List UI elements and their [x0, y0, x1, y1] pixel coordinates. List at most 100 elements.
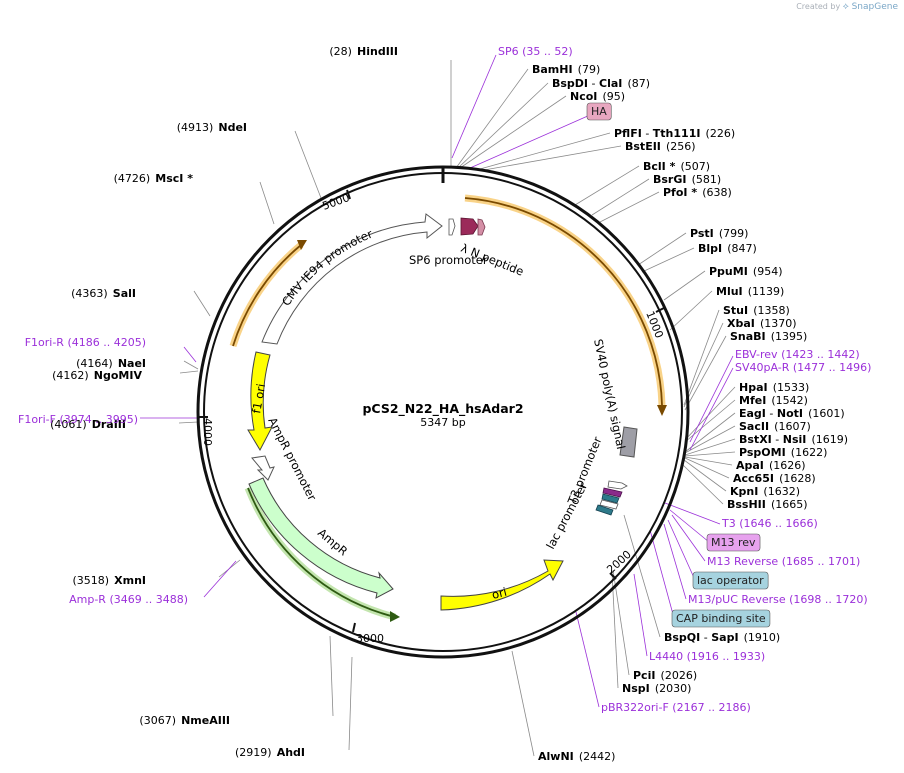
enzyme-position: (507) — [680, 160, 710, 173]
leader-line — [483, 145, 622, 171]
feature-range: (1698 .. 1720) — [789, 593, 868, 606]
feature-range: (2167 .. 2186) — [672, 701, 751, 714]
enzyme-name: PciI — [633, 669, 655, 682]
plasmid-size: 5347 bp — [420, 416, 465, 429]
leader-line — [683, 309, 720, 406]
enzyme-label-naei: (4164) NaeI — [76, 352, 146, 371]
leader-line — [183, 360, 199, 370]
enzyme-position: (4913) — [177, 121, 214, 134]
enzyme-position: (256) — [666, 140, 696, 153]
enzyme-position: (1358) — [753, 304, 790, 317]
leader-line — [329, 635, 334, 717]
feature-box — [586, 102, 612, 121]
enzyme-position: (4162) — [52, 369, 89, 382]
enzyme-name: BspQI — [664, 631, 700, 644]
enzyme-position: (28) — [329, 45, 352, 58]
feature-label-m13-reverse: M13 Reverse (1685 .. 1701) — [707, 555, 860, 568]
enzyme-label-ngomiv: (4162) NgoMIV — [52, 364, 142, 383]
feature-label-lac-operator: lac operator — [692, 571, 769, 590]
enzyme-position: (1533) — [773, 381, 810, 394]
cmv-promoter-label: CMV IE94 promoter — [279, 227, 375, 309]
enzyme-name: NaeI — [118, 357, 146, 370]
lac-promoter-label: lac promoter — [543, 480, 590, 552]
enzyme-label-bstxi: BstXI - NsiI (1619) — [739, 428, 848, 447]
feature-name: lac operator — [697, 574, 764, 587]
enzyme-name: BssHII — [727, 498, 766, 511]
feature-box — [706, 533, 761, 552]
leader-line — [682, 464, 724, 505]
svg-text:T3 (1646 .. 1666): T3 (1646 .. 1666) — [721, 517, 818, 530]
svg-text:SV40pA-R (1477 .. 1496): SV40pA-R (1477 .. 1496) — [735, 361, 871, 374]
leader-line — [178, 421, 199, 424]
enzyme-label-snabi: SnaBI (1395) — [730, 325, 807, 344]
plasmid-name: pCS2_N22_HA_hsAdar2 — [362, 401, 523, 417]
enzyme-label-eagi: EagI - NotI (1601) — [739, 402, 845, 421]
svg-text:pBR322ori-F (2167 .. 2186): pBR322ori-F (2167 .. 2186) — [601, 701, 751, 714]
tick-label-4000: 4000 — [201, 418, 214, 446]
enzyme-position: (2442) — [579, 750, 616, 763]
enzyme-name: NcoI — [570, 90, 597, 103]
feature-range: (35 .. 52) — [522, 45, 573, 58]
enzyme-label-ncoi: NcoI (95) — [570, 85, 625, 104]
enzyme-label-sali: (4363) SalI — [71, 282, 136, 301]
enzyme-name: BstXI — [739, 433, 772, 446]
feature-name: SP6 — [498, 45, 519, 58]
enzyme-label-bspdi: BspDI - ClaI (87) — [552, 72, 650, 91]
sv40-polya-label: SV40 poly(A) signal — [591, 338, 628, 451]
leader-line — [348, 656, 353, 751]
enzyme-label-bsteii: BstEII (256) — [625, 135, 696, 154]
enzyme-name: BamHI — [532, 63, 573, 76]
enzyme-name: ClaI — [599, 77, 622, 90]
feature-name: SV40pA-R — [735, 361, 790, 374]
enzyme-name: MfeI — [739, 394, 766, 407]
enzyme-name: KpnI — [730, 485, 758, 498]
enzyme-name: NgoMIV — [94, 369, 143, 382]
cmv-promoter-arrow — [261, 213, 443, 345]
enzyme-name: SnaBI — [730, 330, 766, 343]
enzyme-position: (1395) — [771, 330, 808, 343]
enzyme-label-sacii: SacII (1607) — [739, 415, 811, 434]
enzyme-name: Tth111I — [653, 127, 701, 140]
leader-line — [664, 502, 721, 525]
enzyme-position: (4164) — [76, 357, 113, 370]
orf-arrow-left — [297, 240, 307, 250]
feature-name: EBV-rev — [735, 348, 778, 361]
feature-label-m13-rev: M13 rev — [706, 533, 761, 552]
feature-name: M13 rev — [711, 536, 756, 549]
orf-line-left — [232, 244, 302, 347]
tick-3000 — [352, 622, 356, 633]
enzyme-label-msci: (4726) MscI * — [114, 167, 194, 186]
leader-line — [183, 346, 197, 363]
leader-line — [669, 509, 710, 543]
enzyme-label-ahdi: (2919) AhdI — [235, 741, 305, 760]
enzyme-name: HpaI — [739, 381, 768, 394]
features — [247, 213, 638, 611]
feature-name: Amp-R — [69, 593, 106, 606]
leader-line — [684, 335, 727, 411]
enzyme-name: SalI — [113, 287, 136, 300]
tick-2000 — [609, 572, 617, 580]
enzyme-position: (1632) — [763, 485, 800, 498]
leader-line — [689, 355, 734, 443]
leader-lines — [140, 54, 736, 757]
leader-line — [669, 290, 713, 331]
leader-line — [684, 412, 736, 453]
enzyme-label-bcli: BclI * (507) — [643, 155, 710, 174]
enzyme-position: (79) — [578, 63, 601, 76]
enzyme-position: (226) — [706, 127, 736, 140]
leader-line — [683, 459, 727, 492]
enzyme-label-nmeaiii: (3067) NmeAIII — [139, 709, 230, 728]
enzyme-name: DraIII — [92, 418, 126, 431]
enzyme-name: XbaI — [727, 317, 755, 330]
feature-name: M13 Reverse — [707, 555, 778, 568]
enzyme-label-hindiii: (28) HindIII — [329, 40, 398, 59]
enzyme-position: (3518) — [72, 574, 109, 587]
leader-line — [193, 290, 211, 317]
enzyme-position: (4061) — [50, 418, 87, 431]
feature-range: (1685 .. 1701) — [782, 555, 861, 568]
enzyme-position: (799) — [719, 227, 749, 240]
enzyme-label-xmni: (3518) XmnI — [72, 569, 146, 588]
leader-line — [637, 232, 687, 266]
leader-line — [511, 650, 535, 757]
